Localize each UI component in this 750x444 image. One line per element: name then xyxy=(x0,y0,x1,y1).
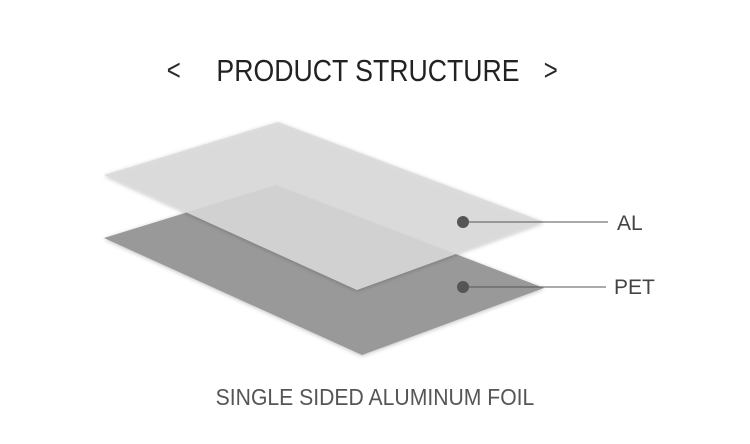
next-arrow-icon[interactable]: > xyxy=(543,54,558,87)
caption: SINGLE SIDED ALUMINUM FOIL xyxy=(215,384,535,410)
al-label: AL xyxy=(617,212,643,235)
al-layer-sheet xyxy=(104,122,544,290)
header: < PRODUCT STRUCTURE > xyxy=(0,48,750,94)
previous-arrow-icon[interactable]: < xyxy=(166,54,181,87)
al-callout: AL xyxy=(457,212,643,235)
page-title: PRODUCT STRUCTURE xyxy=(216,53,520,88)
pet-label: PET xyxy=(614,276,655,299)
pet-callout: PET xyxy=(457,276,655,299)
